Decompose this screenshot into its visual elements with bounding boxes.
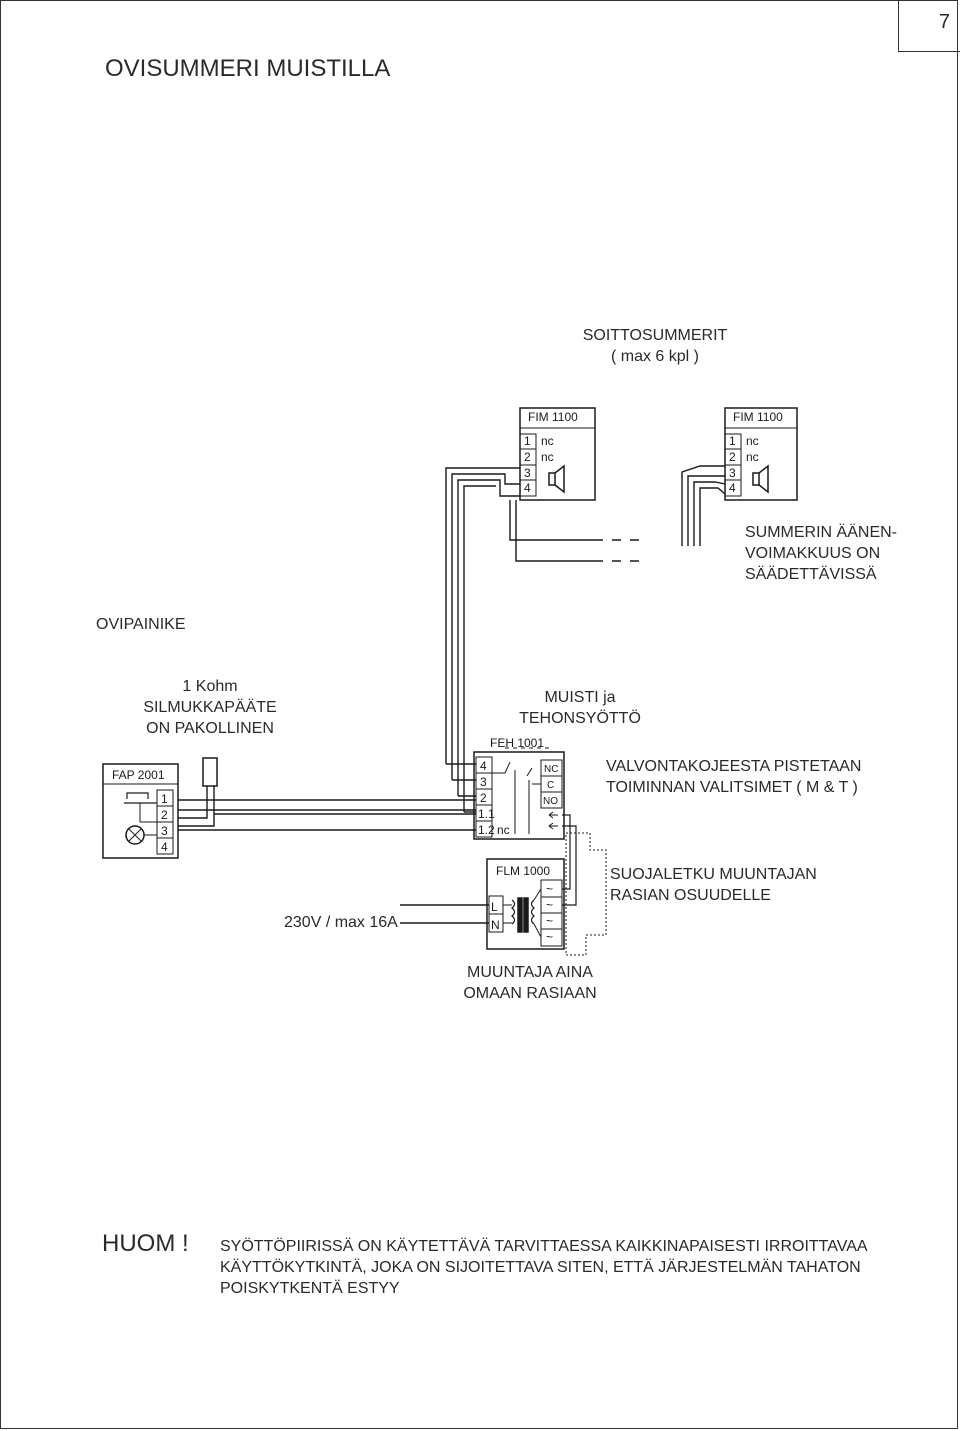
fim-right-t4: 4 [729,481,736,495]
valvonta-note: VALVONTAKOJEESTA PISTETAAN TOIMINNAN VAL… [606,758,862,796]
fim-right-box [724,407,798,501]
lamp-icon [125,825,157,845]
cable-feh-fim [445,467,520,813]
note-title: HUOM ! [102,1230,189,1257]
fim-right-t3: 3 [729,466,736,480]
kohm-note: 1 Kohm SILMUKKAPÄÄTE ON PAKOLLINEN [143,678,277,737]
fim-left-box [519,407,596,501]
buzzer-icon [548,464,565,494]
page-number: 7 [938,11,950,33]
feh-nc-label: nc [497,823,510,837]
flm-name: FLM 1000 [496,864,550,878]
feh-t11: 1.1 [478,807,495,821]
flm-input-n: N [491,918,500,932]
flm-out-2: ~ [546,898,553,912]
fim-left-nc1: nc [541,434,554,448]
buzzer-icon [752,464,769,494]
feh-box [473,747,565,840]
note-line: SYÖTTÖPIIRISSÄ ON KÄYTETTÄVÄ TARVITTAESS… [220,1238,868,1255]
fim-right-name: FIM 1100 [733,410,783,424]
fap-t4: 4 [161,840,168,854]
protection-hose-outline [565,832,607,956]
soittosummerit-label: SOITTOSUMMERIT ( max 6 kpl ) [582,327,728,365]
resistor-icon [202,757,218,787]
flm-box [486,858,565,950]
fim-left-t2: 2 [524,450,531,464]
note-line: KÄYTTÖKYTKINTÄ, JOKA ON SIJOITETTAVA SIT… [220,1259,861,1276]
fim-left-t4: 4 [524,481,531,495]
page-number-box [898,0,960,52]
transformer-icon [503,888,542,938]
flm-input-l: L [491,900,498,914]
feh-relay-c: C [547,780,554,791]
feh-relay-nc: NC [544,764,558,775]
page-title: OVISUMMERI MUISTILLA [105,55,391,82]
fim-left-nc2: nc [541,450,554,464]
fim-left-name: FIM 1100 [528,410,578,424]
fap-t2: 2 [161,808,168,822]
ovipainike-label: OVIPAINIKE [96,616,186,633]
fim-left-t1: 1 [524,434,531,448]
feh-t2: 2 [480,791,487,805]
fap-t1: 1 [161,792,168,806]
flm-out-1: ~ [546,882,553,896]
cable-fim-right [509,465,726,562]
supply-label: 230V / max 16A [284,914,398,931]
pushbutton-icon [124,792,157,823]
volume-note: SUMMERIN ÄÄNEN- VOIMAKKUUS ON SÄÄDETTÄVI… [745,524,898,583]
flm-out-4: ~ [546,930,553,944]
note-text: SYÖTTÖPIIRISSÄ ON KÄYTETTÄVÄ TARVITTAESS… [220,1236,868,1299]
fap-name: FAP 2001 [112,768,165,782]
fim-right-t1: 1 [729,434,736,448]
feh-t3: 3 [480,775,487,789]
fim-left-t3: 3 [524,466,531,480]
fim-right-nc1: nc [746,434,759,448]
fap-t3: 3 [161,824,168,838]
feh-t4: 4 [480,759,487,773]
feh-name: FEH 1001 [490,736,544,750]
feh-t12: 1.2 [478,823,495,837]
fim-right-nc2: nc [746,450,759,464]
flm-out-3: ~ [546,914,553,928]
muuntaja-note: MUUNTAJA AINA OMAAN RASIAAN [463,964,597,1002]
fim-right-t2: 2 [729,450,736,464]
note-line: POISKYTKENTÄ ESTYY [220,1280,400,1297]
mains-cable [400,904,489,924]
muisti-note: MUISTI ja TEHONSYÖTTÖ [519,689,641,727]
suojaletku-note: SUOJALETKU MUUNTAJAN RASIAN OSUUDELLE [610,866,817,904]
cable-fap-feh [178,786,476,831]
feh-relay-no: NO [543,796,558,807]
